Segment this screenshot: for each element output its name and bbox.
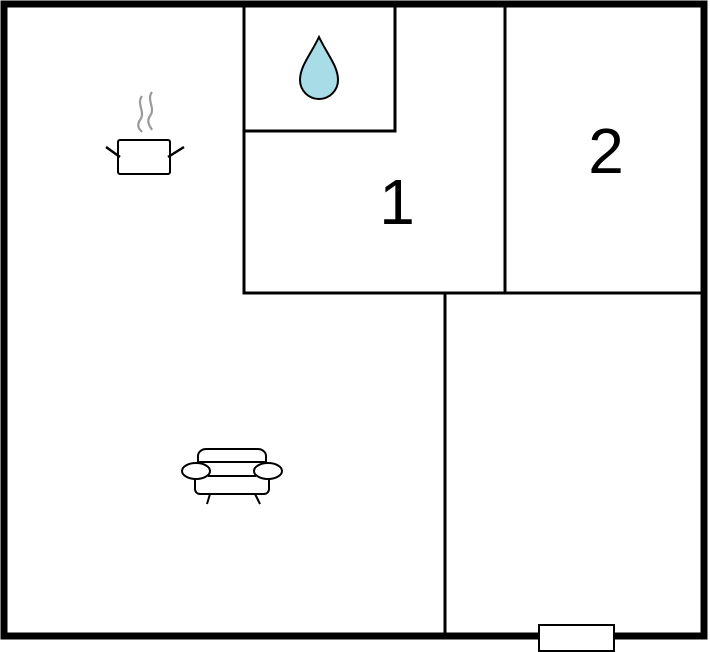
water-drop-icon <box>298 34 340 100</box>
room-label-2: 2 <box>588 115 624 187</box>
outer-wall <box>0 0 708 640</box>
sofa-icon <box>181 448 283 505</box>
cooking-pot-icon <box>105 91 185 175</box>
room-label-1: 1 <box>379 166 415 238</box>
door-icon <box>538 624 615 652</box>
interior-walls <box>242 2 706 638</box>
